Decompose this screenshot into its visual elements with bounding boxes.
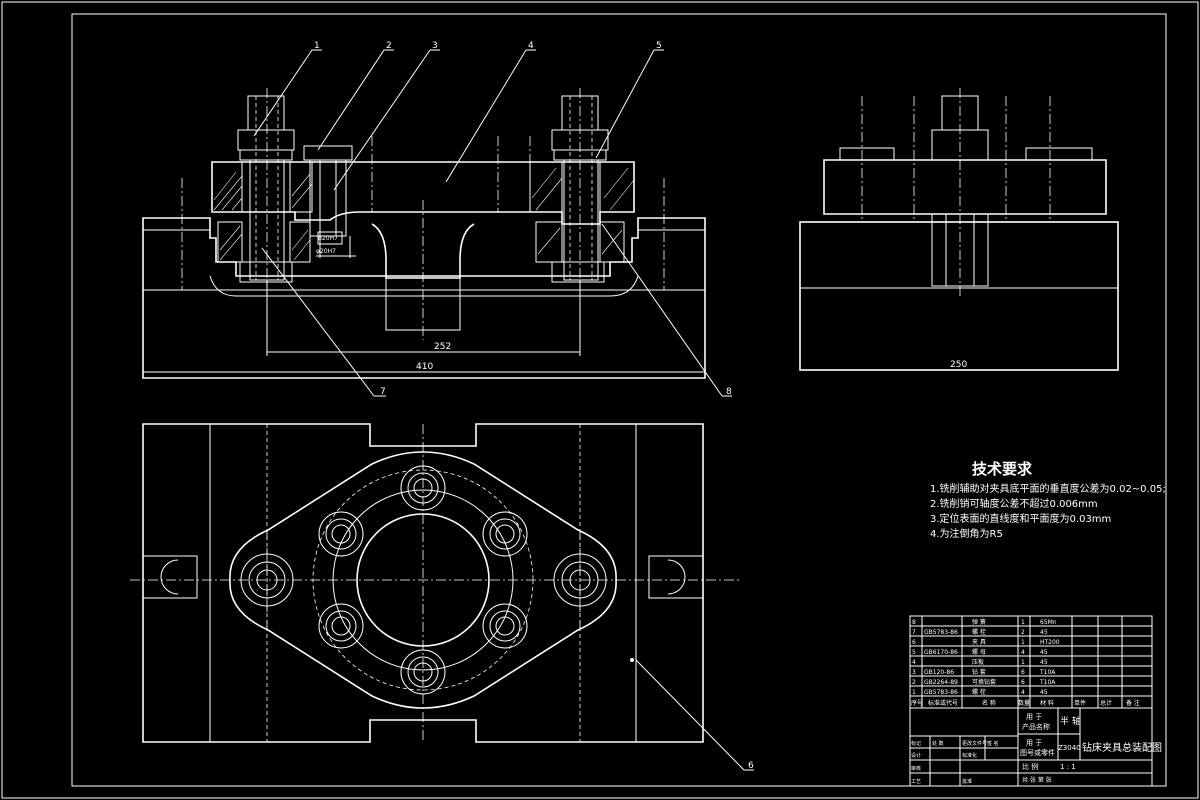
bom-cell-material: 45: [1040, 689, 1048, 696]
balloon-labels: 1 2 3 4 5 7 8 6: [314, 41, 754, 771]
title-block: [909, 707, 1153, 787]
bom-cell-code: GB120-86: [924, 669, 954, 676]
bom-cell-qty: 6: [1021, 679, 1025, 686]
bom-cell-code: GB6170-86: [924, 649, 958, 656]
tech-item-4: 4.为注倒角为R5: [930, 527, 1003, 540]
bom-cell-no: 2: [912, 679, 916, 686]
bom-cell-name: 可换钻套: [972, 678, 996, 686]
bom-header-material: 材 料: [1040, 699, 1054, 707]
bom-cell-material: HT200: [1040, 639, 1060, 646]
bom-header: 序号 标准或代号 名 称 数量 材 料 单件 总计 备 注: [911, 699, 1140, 707]
tech-title: 技术要求: [972, 460, 1033, 478]
tech-item-1: 1.铣削辅助对夹具底平面的垂直度公差为0.02~0.05;: [930, 482, 1166, 495]
tb-standard: 标准化: [962, 752, 977, 759]
balloon-2: 2: [386, 41, 392, 51]
tb-design: 设计: [911, 752, 921, 759]
bom-header-name: 名 称: [982, 699, 996, 707]
dim-side-width: 250: [950, 360, 967, 370]
balloon-4: 4: [528, 41, 534, 51]
bom-cell-qty: 6: [1021, 669, 1025, 676]
product-label: 产品名称: [1022, 722, 1050, 731]
bom-cell-code: GB5783-86: [924, 629, 958, 636]
bom-header-no: 序号: [911, 699, 923, 707]
use-label: 用 于: [1026, 713, 1042, 721]
balloon-6: 6: [748, 761, 754, 771]
drawing-title: 钻床夹具总装配图: [1082, 741, 1162, 754]
tech-item-2: 2.铣削销可轴度公差不超过0.006mm: [930, 497, 1098, 510]
bom-cell-code: GB5783-86: [924, 689, 958, 696]
bom-cell-no: 1: [912, 689, 916, 696]
bom-cell-qty: 4: [1021, 689, 1025, 696]
product-name: 半 轴: [1060, 715, 1081, 727]
balloon-5: 5: [656, 41, 662, 51]
bom-header-qty: 数量: [1018, 699, 1030, 707]
bom-cell-code: GB2264-89: [924, 679, 958, 686]
bom-cell-material: 45: [1040, 629, 1048, 636]
bom-cell-qty: 2: [1021, 629, 1025, 636]
dim-overall-width: 410: [416, 362, 433, 372]
bom-cell-name: 螺 栓: [972, 628, 986, 636]
bom-cell-no: 4: [912, 659, 916, 666]
bom-cell-no: 3: [912, 669, 916, 676]
tb-zone: 更改文件号: [962, 740, 987, 747]
tb-review: 审核: [911, 765, 921, 772]
bom-cell-material: T10A: [1039, 669, 1056, 676]
bom-cell-no: 6: [912, 639, 916, 646]
bom-cell-material: 45: [1040, 649, 1048, 656]
tech-item-3: 3.定位表面的直线度和平面度为0.03mm: [930, 512, 1111, 525]
part-label: 用 于: [1026, 739, 1042, 747]
dim-bushing-2: φ20H7: [316, 248, 336, 255]
balloon-1: 1: [314, 41, 320, 51]
tb-count: 处 数: [932, 740, 944, 747]
side-view: [799, 88, 1119, 371]
bom-cell-qty: 1: [1021, 639, 1025, 646]
bom-cell-material: 45: [1040, 659, 1048, 666]
leader-lines: [253, 49, 754, 771]
bom-cell-qty: 4: [1021, 649, 1025, 656]
bom-cell-name: 夹 具: [972, 638, 986, 646]
bom-cell-name: 弹 簧: [972, 618, 986, 626]
bom-cell-no: 5: [912, 649, 916, 656]
bom-cell-qty: 1: [1021, 619, 1025, 626]
tb-approve: 批准: [962, 778, 972, 785]
tb-process: 工艺: [911, 779, 921, 785]
bom-table: [909, 615, 1153, 709]
bom-cell-name: 压板: [972, 658, 984, 666]
scale-label: 比 例: [1022, 762, 1038, 771]
scale-value: 1 : 1: [1060, 763, 1076, 771]
tb-sign: 签 名: [987, 740, 999, 747]
bom-header-unit-weight: 单件: [1074, 699, 1086, 707]
bom-cell-material: 65Mn: [1040, 619, 1057, 626]
bom-cell-name: 螺 栓: [972, 688, 986, 696]
part-code-label: 图号或零件: [1020, 748, 1055, 757]
dim-inner-span: 252: [434, 342, 451, 352]
balloon-3: 3: [432, 41, 438, 51]
top-view: [130, 423, 740, 743]
bom-cell-no: 7: [912, 629, 916, 636]
tb-mark: 标记: [911, 740, 921, 747]
sheet-text: 共 张 第 张: [1022, 776, 1052, 784]
bom-cell-qty: 1: [1021, 659, 1025, 666]
bom-header-code: 标准或代号: [928, 699, 958, 707]
bom-cell-name: 螺 母: [972, 648, 986, 656]
inner-frame: [71, 13, 1167, 787]
bom-cell-material: T10A: [1039, 679, 1056, 686]
bom-header-total-weight: 总计: [1100, 699, 1112, 707]
balloon-7: 7: [380, 387, 386, 397]
bom-cell-no: 8: [912, 619, 916, 626]
bom-cell-name: 钻 套: [972, 668, 986, 676]
part-code: Z3040: [1058, 744, 1081, 752]
front-view: [142, 88, 706, 379]
bom-header-note: 备 注: [1126, 699, 1140, 707]
dim-bushing-1: φ20H7: [318, 235, 338, 242]
balloon-8: 8: [726, 387, 732, 397]
